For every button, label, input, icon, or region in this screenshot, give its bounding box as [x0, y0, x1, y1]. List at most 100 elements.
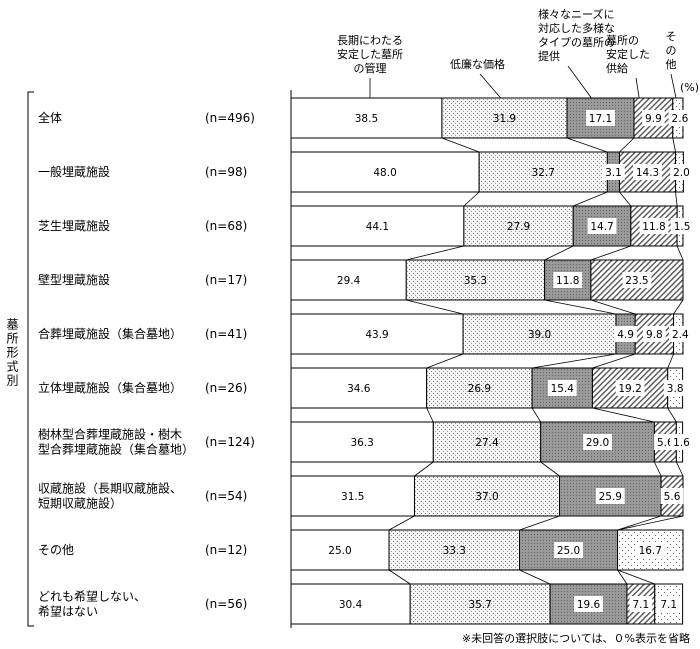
- category-n: (n=68): [205, 219, 247, 233]
- connector-line: [590, 245, 631, 261]
- category-n: (n=41): [205, 327, 247, 341]
- category-n: (n=26): [205, 381, 247, 395]
- category-label: 樹林型合葬埋蔵施設・樹木: [38, 427, 182, 442]
- connector-line: [426, 407, 434, 423]
- bar-segment-1: [290, 367, 428, 409]
- value-label: 34.6: [347, 383, 371, 395]
- value-label: 1.5: [674, 221, 691, 233]
- connector-line: [540, 461, 560, 477]
- category-label: どれも希望しない、: [38, 589, 146, 604]
- legend-label-3: タイプの墓所の: [538, 36, 615, 49]
- value-label-bg: [622, 272, 652, 288]
- value-label-bg: [670, 434, 693, 450]
- connector-line: [654, 461, 662, 477]
- bar-segment-1: [290, 151, 480, 193]
- legend-label-3: 様々なニーズに: [538, 7, 614, 21]
- value-label-bg: [554, 542, 583, 558]
- connector-line: [672, 137, 676, 153]
- connector-line: [531, 407, 542, 423]
- value-label: 27.9: [507, 221, 530, 233]
- bar-segment-1: [290, 205, 465, 247]
- legend-label-3: 提供: [538, 49, 560, 63]
- footnote: ※未回答の選択肢については、０%表示を省略: [462, 631, 690, 645]
- value-label-bg: [629, 596, 653, 612]
- value-label: 16.7: [639, 545, 662, 557]
- connector-line: [544, 299, 617, 315]
- value-label: 3.8: [667, 383, 684, 395]
- category-label: その他: [38, 543, 74, 557]
- connector-line: [426, 353, 464, 369]
- value-label-bg: [668, 326, 692, 342]
- value-label-bg: [595, 488, 625, 504]
- bar-segment-1: [290, 583, 411, 625]
- value-label: 35.7: [468, 599, 491, 611]
- connector-line: [675, 191, 678, 207]
- legend-label-1: 安定した墓所: [337, 47, 403, 61]
- legend-label-4: 安定した: [606, 47, 650, 61]
- value-label: 26.9: [468, 383, 491, 395]
- connector-line: [566, 137, 608, 153]
- bar-segment-1: [290, 313, 464, 355]
- connector-line: [463, 191, 480, 207]
- legend-label-2: 低廉な価格: [450, 57, 505, 71]
- bar-segment-1: [290, 475, 415, 517]
- value-label-bg: [642, 110, 665, 126]
- value-label: 29.0: [586, 437, 609, 449]
- connector-line: [441, 137, 480, 153]
- connector-line: [532, 353, 617, 369]
- value-label-bg: [668, 110, 692, 126]
- category-n: (n=12): [205, 543, 247, 557]
- value-label: 14.7: [590, 221, 613, 233]
- bar-segment-1: [290, 529, 390, 571]
- legend-label-1: の管理: [354, 61, 387, 75]
- value-label: 2.0: [673, 167, 690, 179]
- connector-line: [414, 461, 434, 477]
- value-label: 5.6: [664, 491, 681, 503]
- value-label: 35.3: [464, 275, 487, 287]
- category-n: (n=496): [205, 111, 255, 125]
- value-label-bg: [663, 380, 687, 396]
- value-label-bg: [583, 434, 612, 450]
- value-label: 36.3: [350, 437, 373, 449]
- legend-label-3: 対応した多様な: [538, 21, 615, 35]
- value-label-bg: [553, 272, 583, 288]
- connector-line: [590, 299, 636, 315]
- bar-segment-1: [290, 97, 443, 139]
- value-label: 19.2: [618, 383, 641, 395]
- legend-label-5: の: [666, 44, 677, 57]
- bar-segment-2: [478, 151, 608, 193]
- group-label: 墓所形式別: [5, 318, 19, 388]
- value-label: 44.1: [366, 221, 389, 233]
- value-label: 25.9: [599, 491, 622, 503]
- bar-segment-2: [388, 529, 521, 571]
- value-label-bg: [602, 164, 625, 180]
- category-label: 型合葬埋蔵施設（集合墓地）: [38, 442, 194, 457]
- value-label-bg: [639, 218, 669, 234]
- value-label: 33.3: [443, 545, 466, 557]
- value-label: 7.1: [660, 599, 677, 611]
- value-label: 5.6: [657, 437, 674, 449]
- category-label: 立体埋蔵施設（集合墓地）: [38, 380, 182, 395]
- value-label: 3.1: [605, 167, 622, 179]
- value-label: 27.4: [475, 437, 499, 449]
- connector-line: [388, 515, 415, 531]
- bar-segment-2: [405, 259, 546, 301]
- connector-line: [667, 353, 674, 369]
- value-label: 25.0: [557, 545, 580, 557]
- connector-line: [619, 191, 632, 207]
- value-label-bg: [586, 110, 615, 126]
- legend-label-5: そ: [666, 30, 677, 43]
- legend-label-4: 墓所の: [606, 34, 639, 47]
- connector-line: [519, 515, 560, 531]
- legend-label-5: 他: [666, 58, 677, 71]
- value-label: 43.9: [365, 329, 388, 341]
- connector-line: [673, 299, 684, 315]
- connector-line: [617, 569, 628, 585]
- connector-line: [519, 569, 551, 585]
- connector-line: [676, 245, 684, 261]
- category-n: (n=17): [205, 273, 247, 287]
- bar-segment-2: [432, 421, 542, 463]
- connector-line: [667, 407, 677, 423]
- connector-line: [406, 245, 464, 261]
- value-label: 39.0: [528, 329, 551, 341]
